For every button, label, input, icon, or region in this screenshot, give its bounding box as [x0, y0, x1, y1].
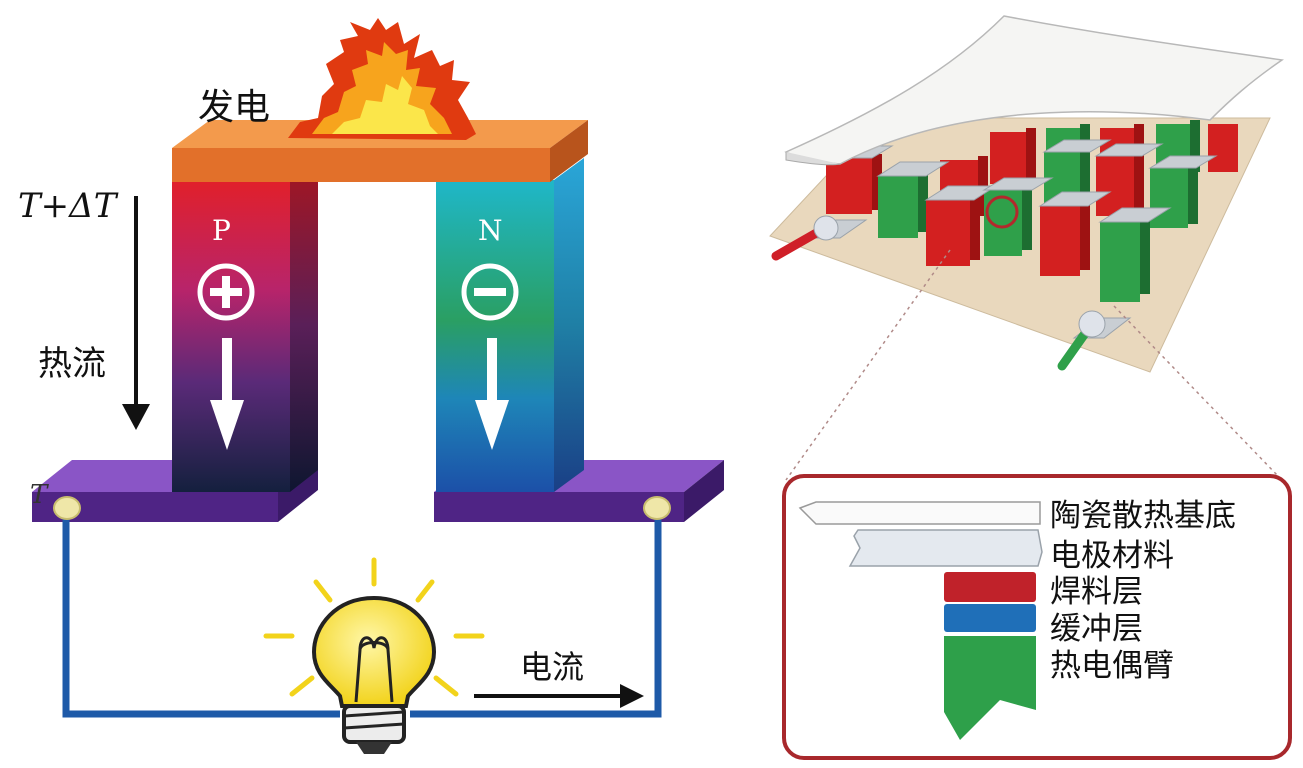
negative-charge-icon — [461, 263, 519, 321]
heat-flow-label: 热流 — [38, 344, 106, 384]
ceramic-substrate-top — [784, 15, 1285, 165]
legend-swatches — [798, 501, 1043, 740]
electrode-swatch — [848, 529, 1043, 567]
legend-item-ceramic: 陶瓷散热基底 — [1050, 498, 1236, 534]
heat-flow-arrow — [122, 196, 150, 430]
power-generation-label: 发电 — [198, 87, 271, 128]
legend-item-thermoelectric-leg: 热电偶臂 — [1050, 648, 1174, 684]
positive-charge-icon — [197, 263, 255, 321]
p-current-arrow — [210, 338, 244, 450]
zoom-guide-lines — [785, 249, 1279, 481]
solder-swatch — [944, 572, 1036, 602]
lead-wire-green — [1057, 310, 1106, 371]
legend-item-electrode: 电极材料 — [1050, 538, 1174, 574]
hot-temperature-label: T+ΔT — [18, 186, 117, 226]
buffer-swatch — [944, 604, 1036, 632]
current-label: 电流 — [520, 648, 585, 686]
circuit-wire — [62, 508, 662, 718]
current-arrow — [474, 684, 644, 708]
flame-icon — [288, 18, 476, 140]
p-type-leg — [172, 158, 318, 492]
legend-item-solder: 焊料层 — [1050, 574, 1143, 610]
legend-item-buffer: 缓冲层 — [1050, 611, 1143, 647]
terminal-left — [53, 496, 81, 520]
n-type-leg — [436, 158, 584, 492]
thermoelectric-leg-swatch — [944, 636, 1036, 740]
terminal-right — [643, 496, 671, 520]
cold-temperature-label: T — [30, 480, 48, 510]
lead-wire-red — [771, 215, 839, 261]
n-type-label: N — [478, 214, 503, 247]
ceramic-swatch — [798, 501, 1041, 525]
n-current-arrow — [475, 338, 509, 450]
light-bulb-icon — [263, 557, 485, 754]
p-type-label: P — [212, 214, 231, 247]
